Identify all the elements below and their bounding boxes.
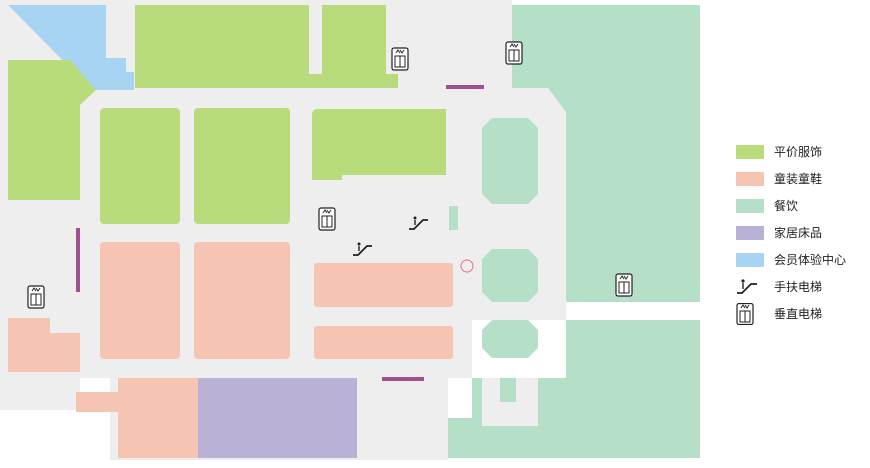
- legend-label: 餐饮: [774, 199, 799, 213]
- zone-member-center[interactable]: [8, 5, 134, 90]
- zone-dining-octagon-2[interactable]: [482, 249, 538, 302]
- elevator-icon[interactable]: [318, 207, 336, 231]
- legend-label: 童装童鞋: [774, 172, 823, 186]
- elevator-icon[interactable]: [391, 47, 409, 71]
- zone-clothing-top-left[interactable]: [135, 5, 309, 88]
- door-bottom: [382, 377, 424, 381]
- zone-dining-small[interactable]: [500, 378, 516, 402]
- escalator-icon[interactable]: [353, 242, 372, 256]
- zone-dining-kiosk[interactable]: [449, 206, 458, 230]
- zone-dining-octagon-3[interactable]: [482, 320, 538, 358]
- door-left: [76, 228, 80, 292]
- legend-item-elevator: 垂直电梯: [736, 300, 866, 327]
- floor-plan-map: [0, 0, 700, 460]
- escalator-icon[interactable]: [409, 216, 428, 230]
- legend-swatch-kids: [736, 171, 764, 186]
- zone-clothing-block-1[interactable]: [100, 108, 180, 224]
- zone-kids-bottom[interactable]: [76, 378, 198, 458]
- legend-item-dining: 餐饮: [736, 192, 866, 219]
- legend-label: 垂直电梯: [774, 307, 823, 321]
- zone-clothing-block-2[interactable]: [194, 108, 290, 224]
- elevator-icon[interactable]: [27, 285, 45, 309]
- zone-kids-block-1[interactable]: [100, 242, 180, 359]
- legend-swatch-clothing: [736, 144, 764, 159]
- zone-dining-right[interactable]: [512, 5, 700, 302]
- legend-item-escalator: 手扶电梯: [736, 273, 866, 300]
- legend-swatch-home: [736, 225, 764, 240]
- legend-label: 会员体验中心: [774, 253, 847, 267]
- zone-home-bedding[interactable]: [198, 378, 357, 458]
- legend-label: 手扶电梯: [774, 280, 823, 294]
- zone-clothing-left[interactable]: [8, 60, 96, 200]
- zone-dining-bottom-right[interactable]: [566, 320, 700, 458]
- map-legend: 平价服饰 童装童鞋 餐饮 家居床品 会员体验中心 手扶电梯: [736, 138, 866, 327]
- elevator-icon[interactable]: [615, 273, 633, 297]
- zone-dining-octagon-1[interactable]: [482, 118, 538, 204]
- zone-clothing-strip[interactable]: [302, 74, 398, 88]
- zone-clothing-top-right[interactable]: [322, 5, 386, 75]
- legend-swatch-member: [736, 252, 764, 267]
- elevator-icon: [736, 302, 754, 325]
- zone-kids-block-4[interactable]: [314, 326, 453, 359]
- legend-item-member: 会员体验中心: [736, 246, 866, 273]
- legend-item-home: 家居床品: [736, 219, 866, 246]
- legend-item-clothing: 平价服饰: [736, 138, 866, 165]
- zone-kids-left[interactable]: [8, 318, 80, 372]
- zone-kids-block-2[interactable]: [194, 242, 290, 359]
- escalator-icon: [737, 278, 757, 294]
- zone-kids-block-3[interactable]: [314, 263, 453, 307]
- door-top: [446, 85, 484, 89]
- legend-item-kids: 童装童鞋: [736, 165, 866, 192]
- info-point-icon[interactable]: [460, 259, 474, 273]
- zone-clothing-block-3[interactable]: [312, 109, 446, 180]
- legend-swatch-dining: [736, 198, 764, 213]
- legend-label: 平价服饰: [774, 145, 823, 159]
- legend-label: 家居床品: [774, 226, 823, 240]
- elevator-icon[interactable]: [505, 41, 523, 65]
